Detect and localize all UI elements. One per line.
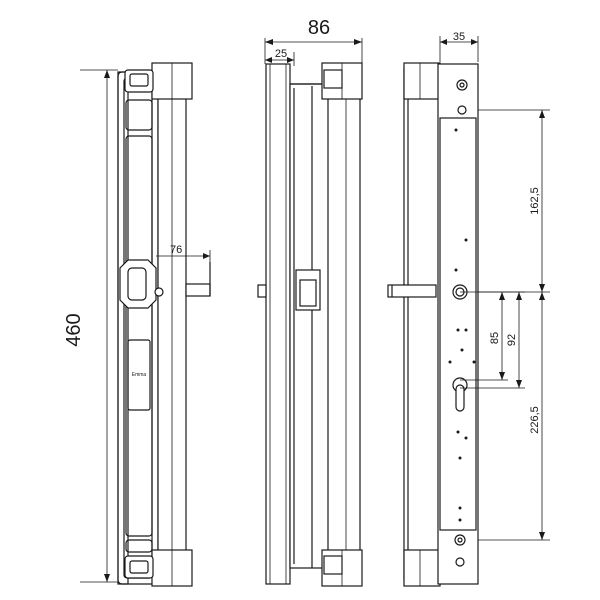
dim-92-label: 92 bbox=[506, 334, 518, 346]
dim-86-label: 86 bbox=[308, 17, 330, 39]
brand-mark: Emma bbox=[132, 372, 147, 378]
dim-85-label: 85 bbox=[489, 332, 501, 344]
dim-76-label: 76 bbox=[170, 244, 182, 256]
dim-226-label: 226,5 bbox=[529, 406, 541, 434]
dim-25-label: 25 bbox=[275, 48, 287, 60]
dim-162-label: 162,5 bbox=[529, 187, 541, 215]
front-view: 460 76 bbox=[63, 62, 211, 587]
side-view: 86 25 bbox=[257, 17, 363, 587]
dim-460-label: 460 bbox=[63, 313, 85, 346]
dim-35-label: 35 bbox=[453, 31, 465, 43]
rear-view: 35 bbox=[387, 31, 550, 587]
